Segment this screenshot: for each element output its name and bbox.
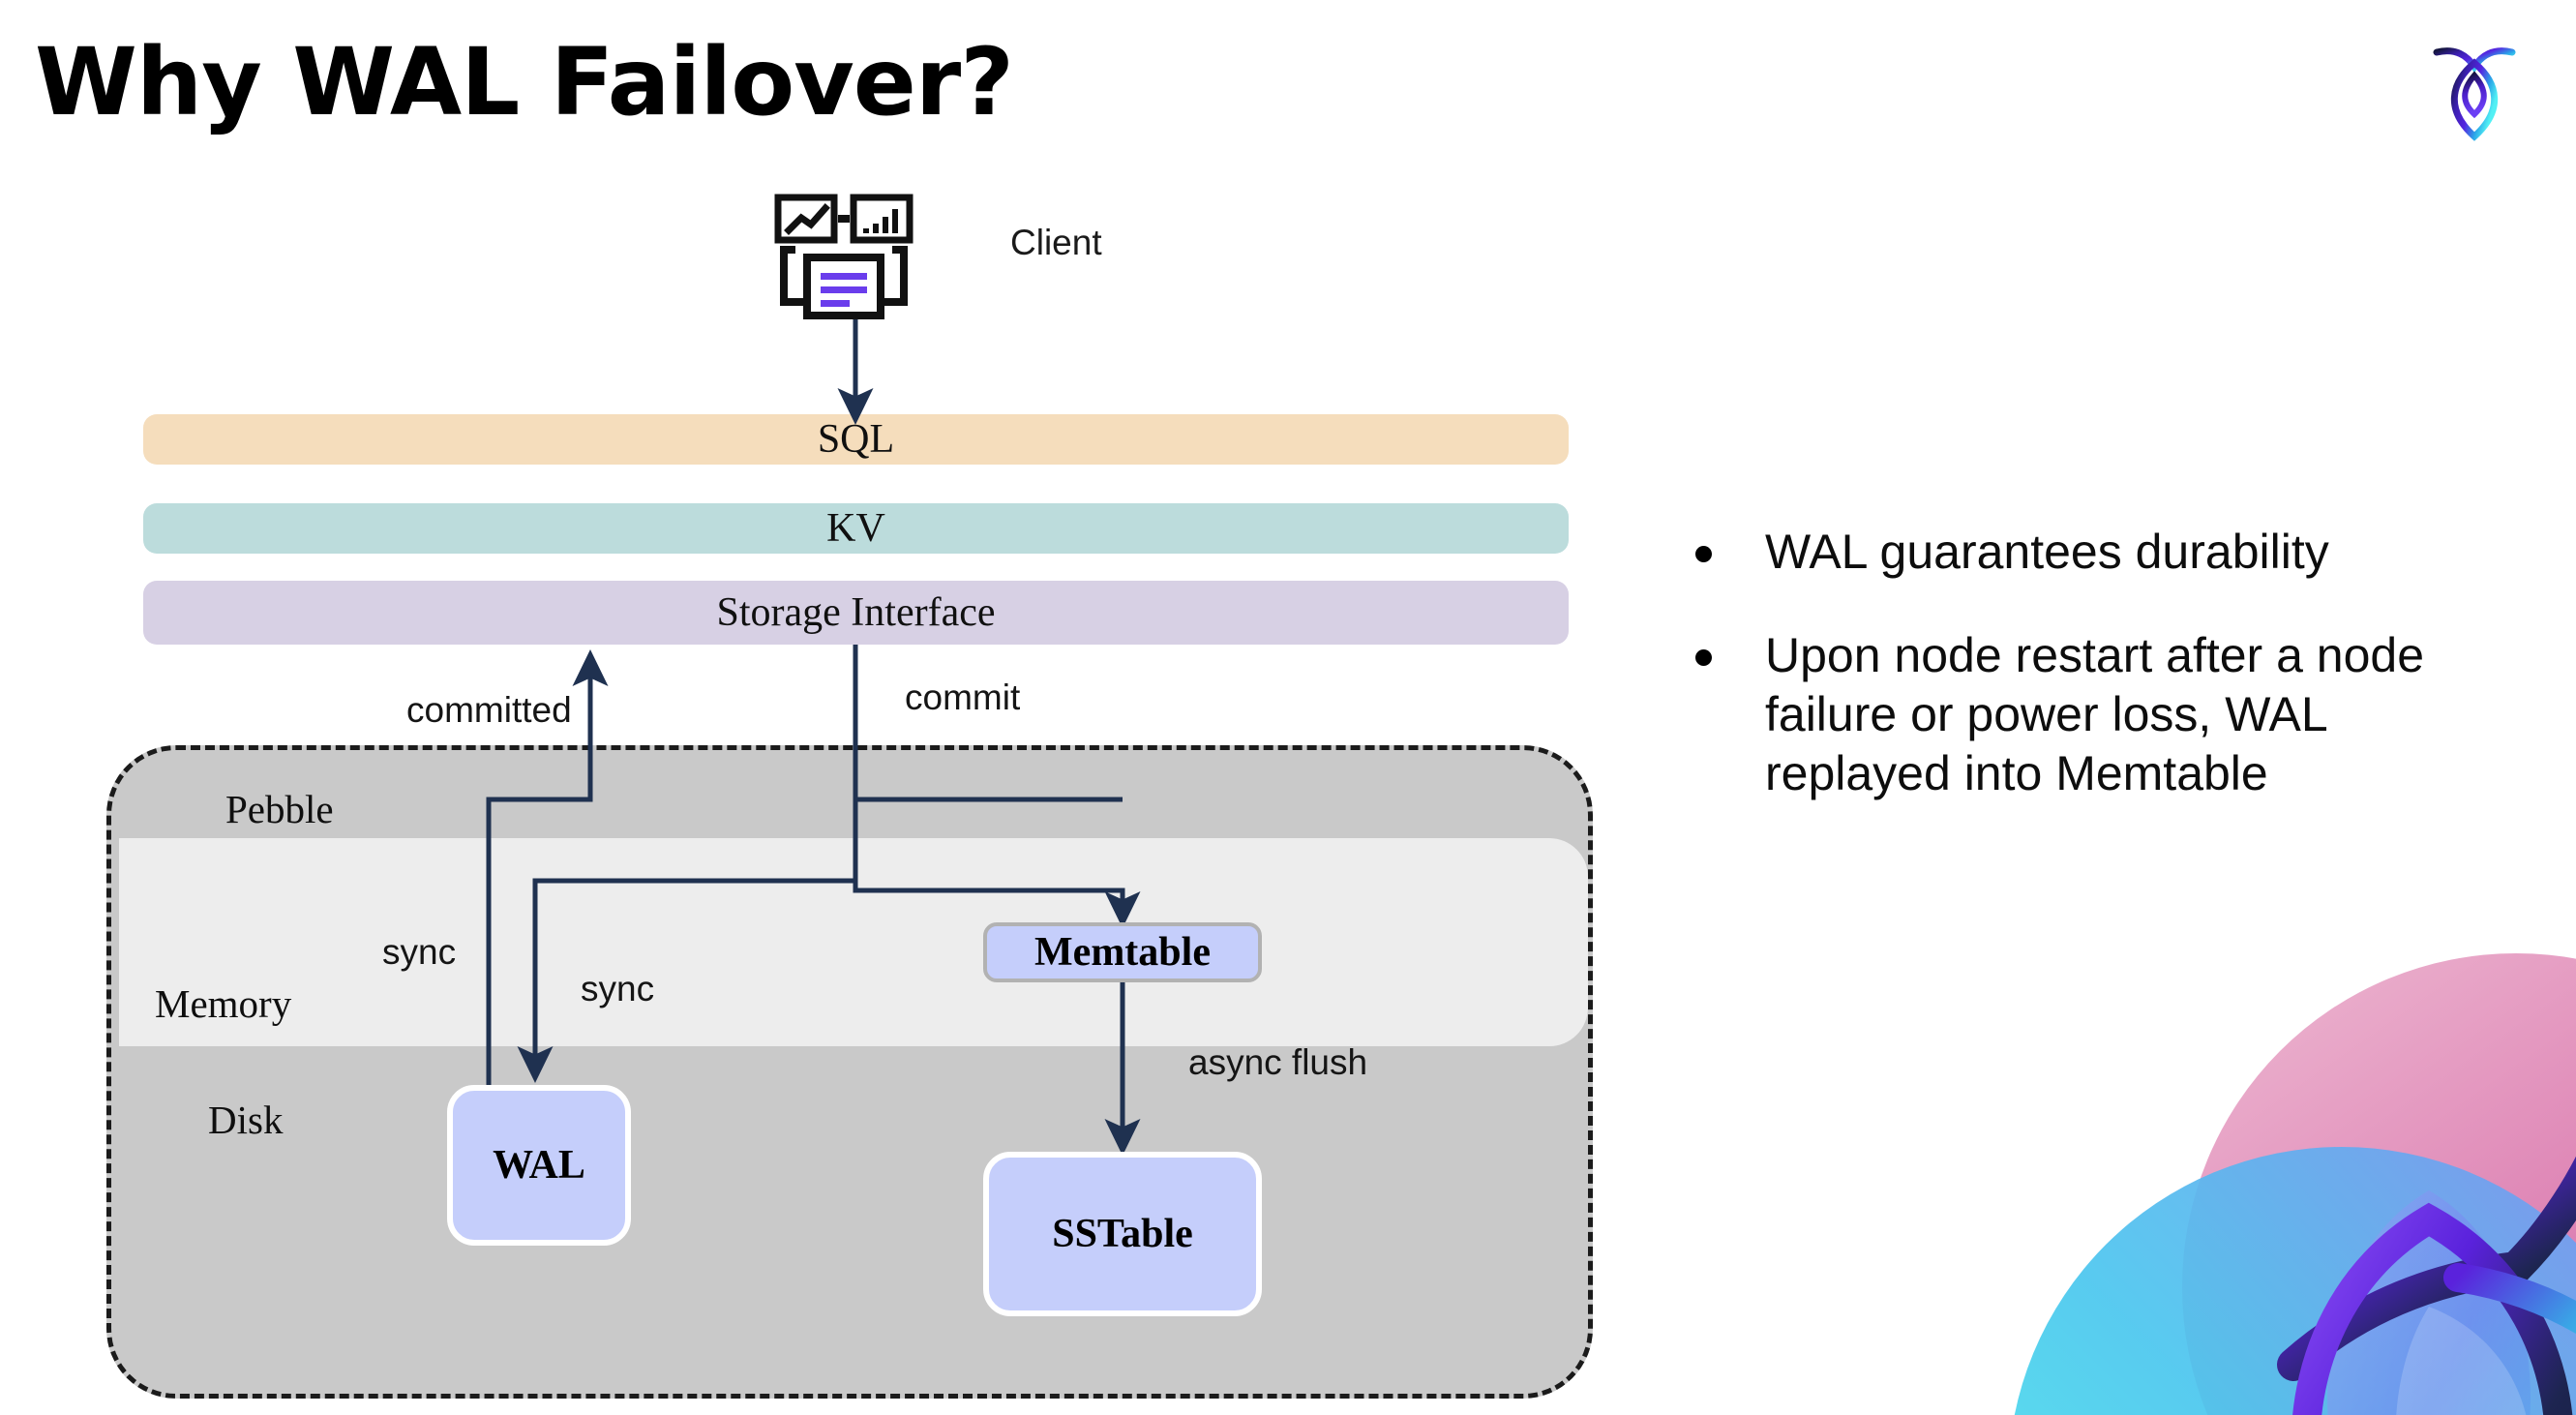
edge-label-async-flush: async flush: [1188, 1042, 1368, 1082]
layer-bar-sql: SQL: [143, 414, 1569, 465]
node-wal: WAL: [447, 1085, 631, 1246]
layer-label-storage-interface: Storage Interface: [716, 590, 996, 635]
layer-label-kv: KV: [826, 506, 885, 551]
list-item: WAL guarantees durability: [1695, 523, 2508, 582]
bullet-text: Upon node restart after a node failure o…: [1765, 628, 2425, 800]
memory-region: [119, 838, 1588, 1046]
node-label-wal: WAL: [493, 1143, 585, 1188]
edge-label-sync-right: sync: [581, 969, 655, 1009]
memory-label: Memory: [155, 981, 292, 1026]
bullet-dot-icon: [1695, 546, 1712, 562]
pebble-label: Pebble: [225, 787, 334, 831]
edge-label-sync-left: sync: [382, 932, 457, 972]
disk-label: Disk: [208, 1098, 284, 1142]
client-dashboard-icon: [774, 194, 929, 319]
node-memtable: Memtable: [983, 922, 1262, 982]
bullet-list: WAL guarantees durability Upon node rest…: [1695, 523, 2508, 848]
layer-bar-storage-interface: Storage Interface: [143, 581, 1569, 645]
page-title: Why WAL Failover?: [35, 28, 1014, 136]
cockroachdb-logo-icon: [2431, 37, 2518, 143]
node-label-memtable: Memtable: [1034, 930, 1211, 975]
edge-label-committed: committed: [406, 690, 572, 730]
node-label-sstable: SSTable: [1052, 1212, 1193, 1256]
cockroachdb-watermark-graphic: [1974, 900, 2576, 1415]
list-item: Upon node restart after a node failure o…: [1695, 626, 2508, 803]
edge-label-commit: commit: [905, 677, 1021, 717]
bullet-dot-icon: [1695, 649, 1712, 666]
layer-label-sql: SQL: [817, 417, 895, 462]
client-label: Client: [1010, 223, 1102, 262]
layer-bar-kv: KV: [143, 503, 1569, 554]
bullet-text: WAL guarantees durability: [1765, 525, 2329, 579]
node-sstable: SSTable: [983, 1152, 1262, 1316]
